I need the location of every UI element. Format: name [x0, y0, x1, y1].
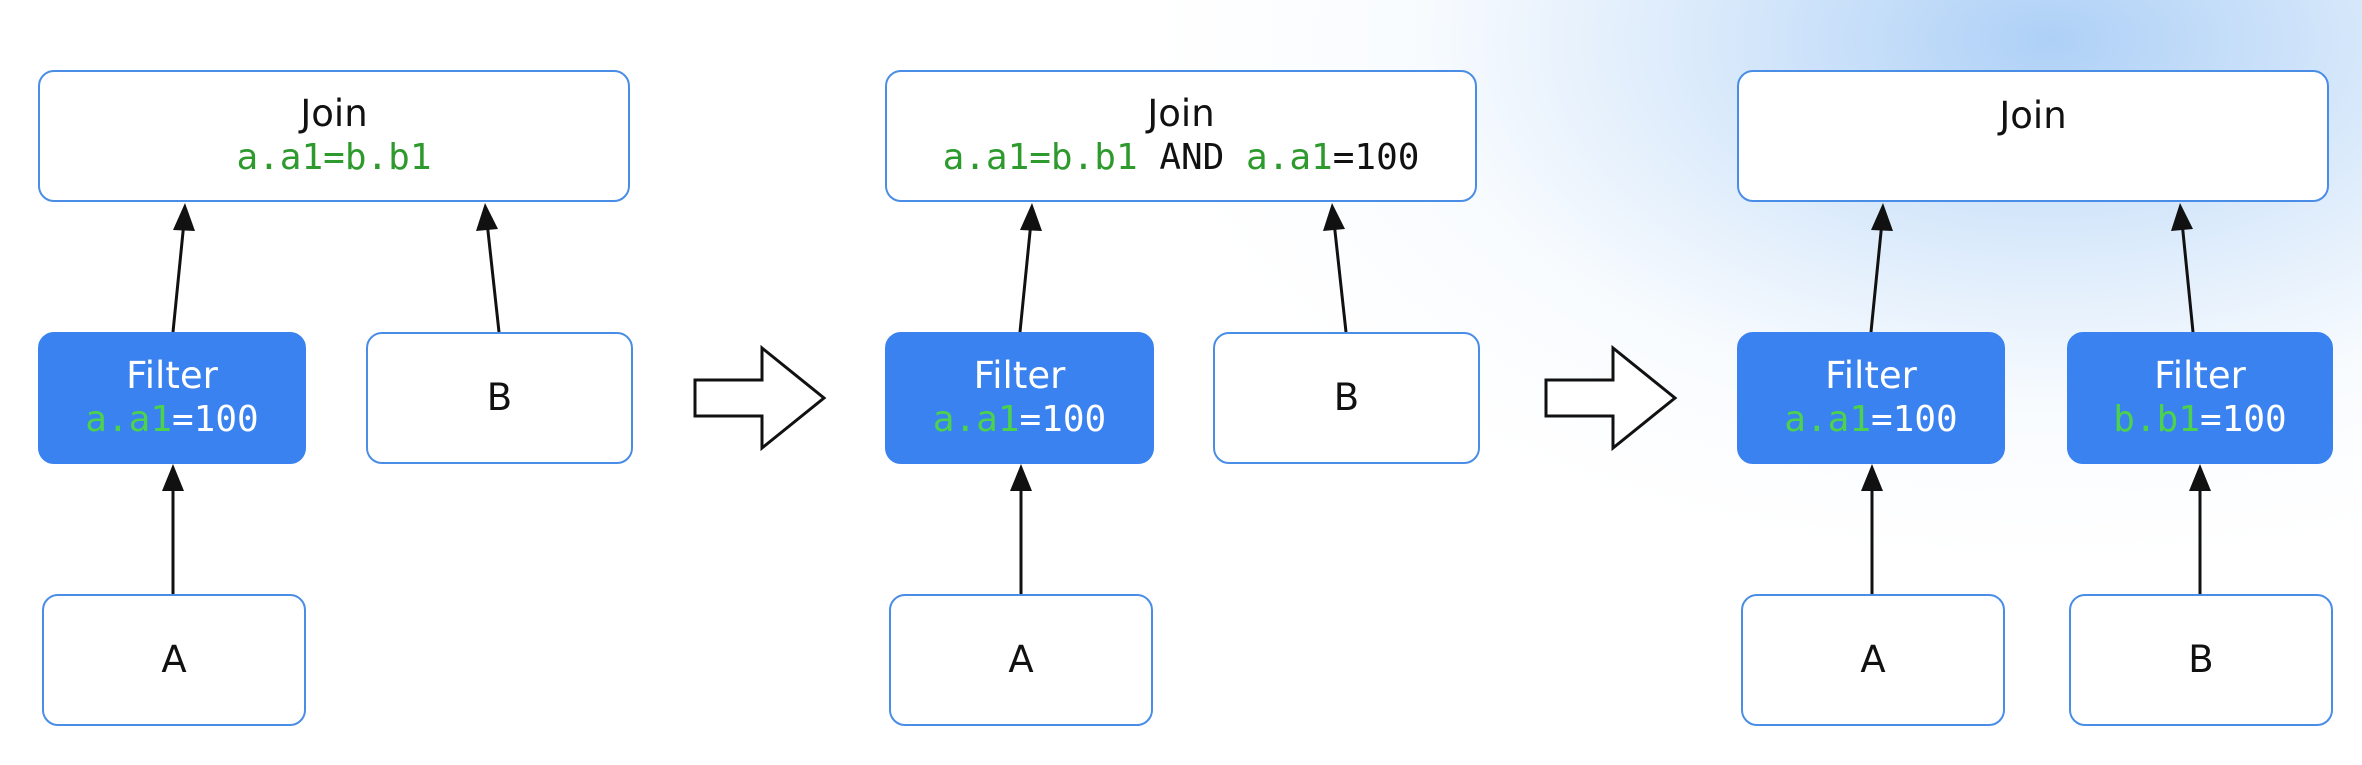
join-node-2: Join a.a1=b.b1 AND a.a1=100 [885, 70, 1477, 202]
source-a-node-3: A [1741, 594, 2005, 726]
filter-title: Filter [1825, 354, 1917, 398]
transform-arrow-1 [693, 344, 827, 452]
source-label: B [2188, 637, 2214, 681]
source-b-node-2: B [1213, 332, 1480, 464]
filter-condition: a.a1=100 [1784, 398, 1958, 440]
edge-filter-to-join-1 [171, 203, 195, 333]
source-label: B [486, 375, 513, 419]
filter-title: Filter [2154, 354, 2246, 398]
join-node-1: Join a.a1=b.b1 [38, 70, 630, 202]
source-b-node-3: B [2069, 594, 2333, 726]
filter-condition: b.b1=100 [2113, 398, 2287, 440]
join-title: Join [1999, 93, 2067, 137]
join-condition: a.a1=b.b1 [236, 136, 432, 178]
edge-filter-to-join-2 [1018, 203, 1042, 333]
join-node-3: Join [1737, 70, 2329, 202]
join-title: Join [1147, 92, 1215, 136]
filter-condition: a.a1=100 [932, 398, 1107, 440]
filter-node-3a: Filter a.a1=100 [1737, 332, 2005, 464]
edge-a-to-filter-3 [1861, 464, 1883, 594]
edge-b-to-join-1 [476, 203, 501, 333]
edge-filter-b-to-join-3 [2171, 203, 2195, 333]
edge-b-to-join-2 [1323, 203, 1348, 333]
source-a-node-1: A [42, 594, 306, 726]
edge-a-to-filter-2 [1010, 464, 1032, 594]
edge-b-to-filter-3 [2189, 464, 2211, 594]
source-label: B [1333, 375, 1360, 419]
filter-title: Filter [126, 354, 218, 398]
transform-arrow-2 [1544, 344, 1678, 452]
source-label: A [1008, 637, 1034, 681]
join-title: Join [300, 92, 368, 136]
edge-a-to-filter-1 [162, 464, 184, 594]
source-label: A [161, 637, 187, 681]
source-b-node-1: B [366, 332, 633, 464]
edge-filter-a-to-join-3 [1869, 203, 1893, 333]
filter-node-2: Filter a.a1=100 [885, 332, 1154, 464]
filter-condition: a.a1=100 [85, 398, 259, 440]
source-a-node-2: A [889, 594, 1153, 726]
filter-node-3b: Filter b.b1=100 [2067, 332, 2333, 464]
filter-title: Filter [973, 354, 1066, 398]
join-condition: a.a1=b.b1 AND a.a1=100 [942, 136, 1420, 178]
source-label: A [1860, 637, 1886, 681]
filter-node-1: Filter a.a1=100 [38, 332, 306, 464]
